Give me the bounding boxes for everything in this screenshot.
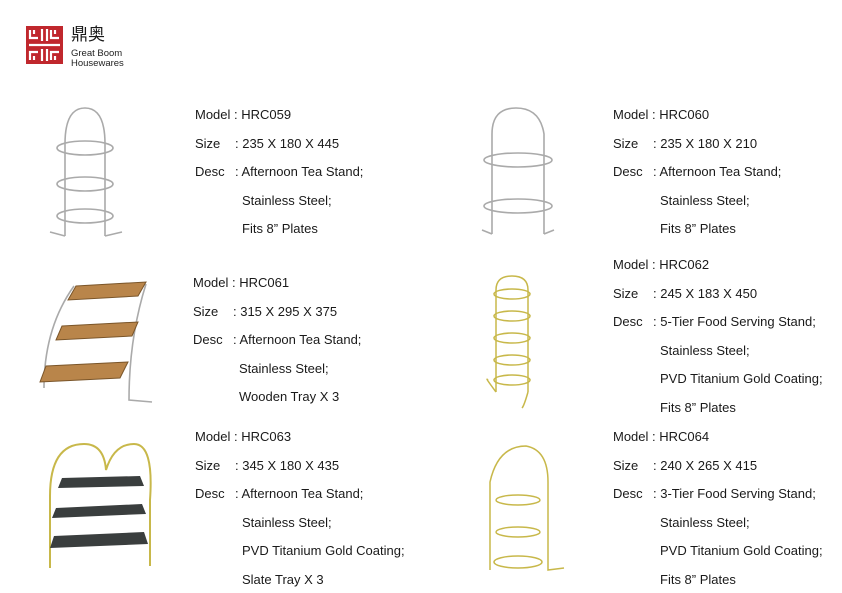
product-desc: Desc : 3-Tier Food Serving Stand; <box>613 486 816 502</box>
product-image-hrc059 <box>49 107 123 237</box>
desc-line: Fits 8” Plates <box>242 221 318 237</box>
product-size: Size : 235 X 180 X 445 <box>195 136 339 152</box>
desc-line: : Afternoon Tea Stand; <box>653 164 782 180</box>
product-model: Model : HRC062 <box>613 257 710 272</box>
size-label: Size <box>613 285 639 301</box>
desc-line: : 5-Tier Food Serving Stand; <box>653 314 816 330</box>
product-image-hrc060 <box>481 107 555 235</box>
product-size: Size : 240 X 265 X 415 <box>613 458 757 474</box>
size-label: Size <box>193 303 219 319</box>
brand-name-en-1: Great Boom <box>71 48 123 59</box>
desc-label: Desc <box>193 332 223 348</box>
size-value: : 345 X 180 X 435 <box>235 457 340 473</box>
size-label: Size <box>613 457 639 473</box>
product-desc: Desc : 5-Tier Food Serving Stand; <box>613 314 816 330</box>
size-label: Size <box>195 135 221 151</box>
desc-line: Fits 8” Plates <box>660 400 736 415</box>
product-model: Model : HRC063 <box>195 429 292 444</box>
brand-logo: 鼎奥 Great Boom Housewares <box>26 26 124 69</box>
desc-line: Stainless Steel; <box>239 360 329 376</box>
desc-line: : Afternoon Tea Stand; <box>235 164 364 180</box>
product-image-hrc062 <box>486 275 531 409</box>
product-model: Model : HRC061 <box>193 275 290 290</box>
desc-line: Stainless Steel; <box>660 192 750 208</box>
desc-line: Slate Tray X 3 <box>242 572 324 587</box>
brand-name-cn: 鼎奥 <box>71 25 105 45</box>
desc-line: Fits 8” Plates <box>660 572 736 587</box>
product-size: Size : 345 X 180 X 435 <box>195 458 339 474</box>
size-label: Size <box>613 135 639 151</box>
product-desc: Desc : Afternoon Tea Stand; <box>195 486 363 502</box>
product-image-hrc064 <box>489 445 565 571</box>
desc-label: Desc <box>613 314 643 330</box>
desc-line: PVD Titanium Gold Coating; <box>660 371 823 387</box>
product-size: Size : 235 X 180 X 210 <box>613 136 757 152</box>
product-model: Model : HRC059 <box>195 107 292 122</box>
product-desc: Desc : Afternoon Tea Stand; <box>193 332 361 348</box>
size-value: : 245 X 183 X 450 <box>653 285 758 301</box>
size-label: Size <box>195 457 221 473</box>
desc-label: Desc <box>195 164 225 180</box>
desc-line: : Afternoon Tea Stand; <box>235 486 364 502</box>
desc-label: Desc <box>195 486 225 502</box>
size-value: : 235 X 180 X 210 <box>653 135 758 151</box>
product-model: Model : HRC064 <box>613 429 710 444</box>
size-value: : 240 X 265 X 415 <box>653 457 758 473</box>
desc-line: Stainless Steel; <box>242 192 332 208</box>
desc-line: Stainless Steel; <box>660 514 750 530</box>
desc-line: Fits 8” Plates <box>660 221 736 237</box>
desc-label: Desc <box>613 486 643 502</box>
desc-line: Stainless Steel; <box>242 514 332 530</box>
desc-line: PVD Titanium Gold Coating; <box>660 543 823 559</box>
product-size: Size : 315 X 295 X 375 <box>193 304 337 320</box>
desc-label: Desc <box>613 164 643 180</box>
size-value: : 235 X 180 X 445 <box>235 135 340 151</box>
product-desc: Desc : Afternoon Tea Stand; <box>195 164 363 180</box>
product-desc: Desc : Afternoon Tea Stand; <box>613 164 781 180</box>
size-value: : 315 X 295 X 375 <box>233 303 338 319</box>
brand-name-en-2: Housewares <box>71 58 124 69</box>
desc-line: Wooden Tray X 3 <box>239 389 340 405</box>
desc-line: Stainless Steel; <box>660 342 750 358</box>
desc-line: : 3-Tier Food Serving Stand; <box>653 486 816 502</box>
product-model: Model : HRC060 <box>613 107 710 122</box>
product-image-hrc063 <box>49 442 152 568</box>
desc-line: PVD Titanium Gold Coating; <box>242 543 405 559</box>
product-image-hrc061 <box>39 281 153 403</box>
brand-logo-mark-icon <box>26 26 63 64</box>
desc-line: : Afternoon Tea Stand; <box>233 332 362 348</box>
product-size: Size : 245 X 183 X 450 <box>613 286 757 302</box>
